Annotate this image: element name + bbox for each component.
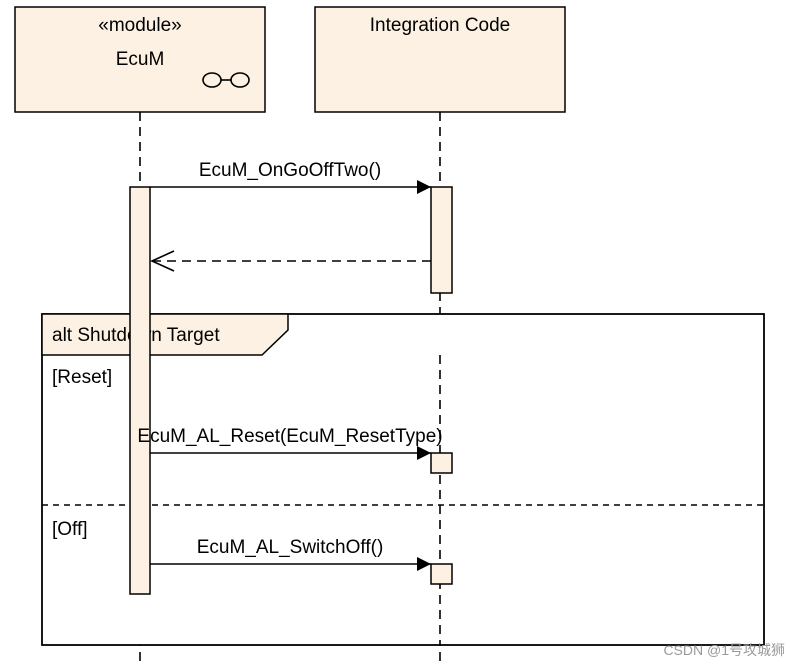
component-icon xyxy=(202,72,250,88)
activation-integration-al-switch-off xyxy=(430,563,453,585)
message-al-reset-label: EcuM_AL_Reset(EcuM_ResetType) xyxy=(137,426,442,447)
message-al-switch-off-label: EcuM_AL_SwitchOff() xyxy=(197,537,384,558)
message-on-go-off-two[interactable]: EcuM_OnGoOffTwo() xyxy=(150,160,431,194)
open-arrowhead-icon xyxy=(150,250,175,272)
message-on-go-off-two-label: EcuM_OnGoOffTwo() xyxy=(199,160,381,181)
message-al-reset[interactable]: EcuM_AL_Reset(EcuM_ResetType) xyxy=(137,426,443,460)
lifeline-head-integration-code[interactable]: Integration Code xyxy=(314,6,566,113)
return-message[interactable] xyxy=(150,250,431,272)
alt-fragment[interactable]: alt Shutdown Target [Reset] [Off] xyxy=(41,313,765,646)
activation-ecum xyxy=(129,186,151,595)
integration-code-name: Integration Code xyxy=(370,15,511,36)
ecum-stereotype: «module» xyxy=(98,15,181,36)
activation-integration-al-reset xyxy=(430,452,453,474)
message-al-switch-off[interactable]: EcuM_AL_SwitchOff() xyxy=(150,537,431,571)
watermark: CSDN @1号攻城狮 xyxy=(663,642,785,658)
guard-off: [Off] xyxy=(52,519,88,540)
activation-integration-on-go-off-two xyxy=(430,186,453,294)
lifeline-head-ecum[interactable]: «module» EcuM xyxy=(14,6,266,113)
fragment-label-tab xyxy=(41,313,289,356)
ecum-name: EcuM xyxy=(116,49,165,70)
guard-reset: [Reset] xyxy=(52,367,112,388)
